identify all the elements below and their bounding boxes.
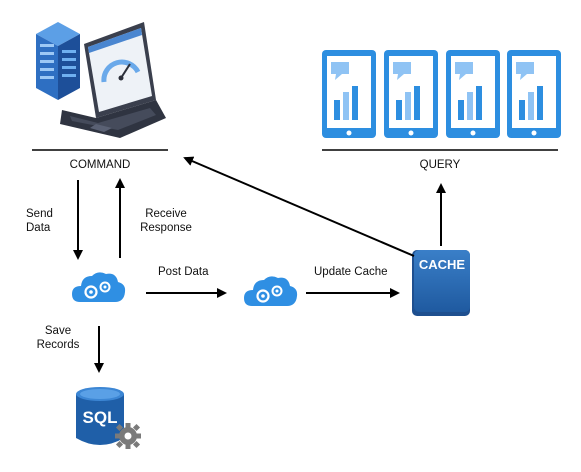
save-records-label-line-2: Records <box>36 339 80 351</box>
send-data-label-line-2: Data <box>26 222 51 234</box>
command-label: COMMAND <box>69 159 131 171</box>
mobile-device-3 <box>446 50 500 138</box>
command-service-cloud-icon <box>72 272 126 302</box>
receive-response-label: Receive Response <box>126 207 206 235</box>
receive-response-label-line-1: Receive <box>145 208 187 220</box>
post-data-label: Post Data <box>158 266 209 278</box>
cache-to-command-arrow <box>183 156 415 257</box>
mobile-device-1 <box>322 50 376 138</box>
save-records-label-line-1: Save <box>44 325 72 337</box>
cache-label: CACHE <box>418 257 466 272</box>
sql-database-gear-icon <box>76 387 141 449</box>
receive-response-label-line-2: Response <box>140 222 192 234</box>
query-label: QUERY <box>419 159 461 171</box>
mobile-device-4 <box>507 50 561 138</box>
mobile-bar-chart-icon <box>322 50 561 138</box>
server-laptop-icon <box>36 22 166 138</box>
sql-label: SQL <box>82 408 118 427</box>
send-data-label: Send Data <box>26 207 53 235</box>
send-data-label-line-1: Send <box>26 208 53 220</box>
gear-icon <box>115 423 141 449</box>
mobile-device-2 <box>384 50 438 138</box>
save-records-label: Save Records <box>30 324 86 352</box>
cache-box <box>412 250 470 316</box>
update-cache-label: Update Cache <box>314 266 388 278</box>
post-service-cloud-icon <box>244 276 298 306</box>
